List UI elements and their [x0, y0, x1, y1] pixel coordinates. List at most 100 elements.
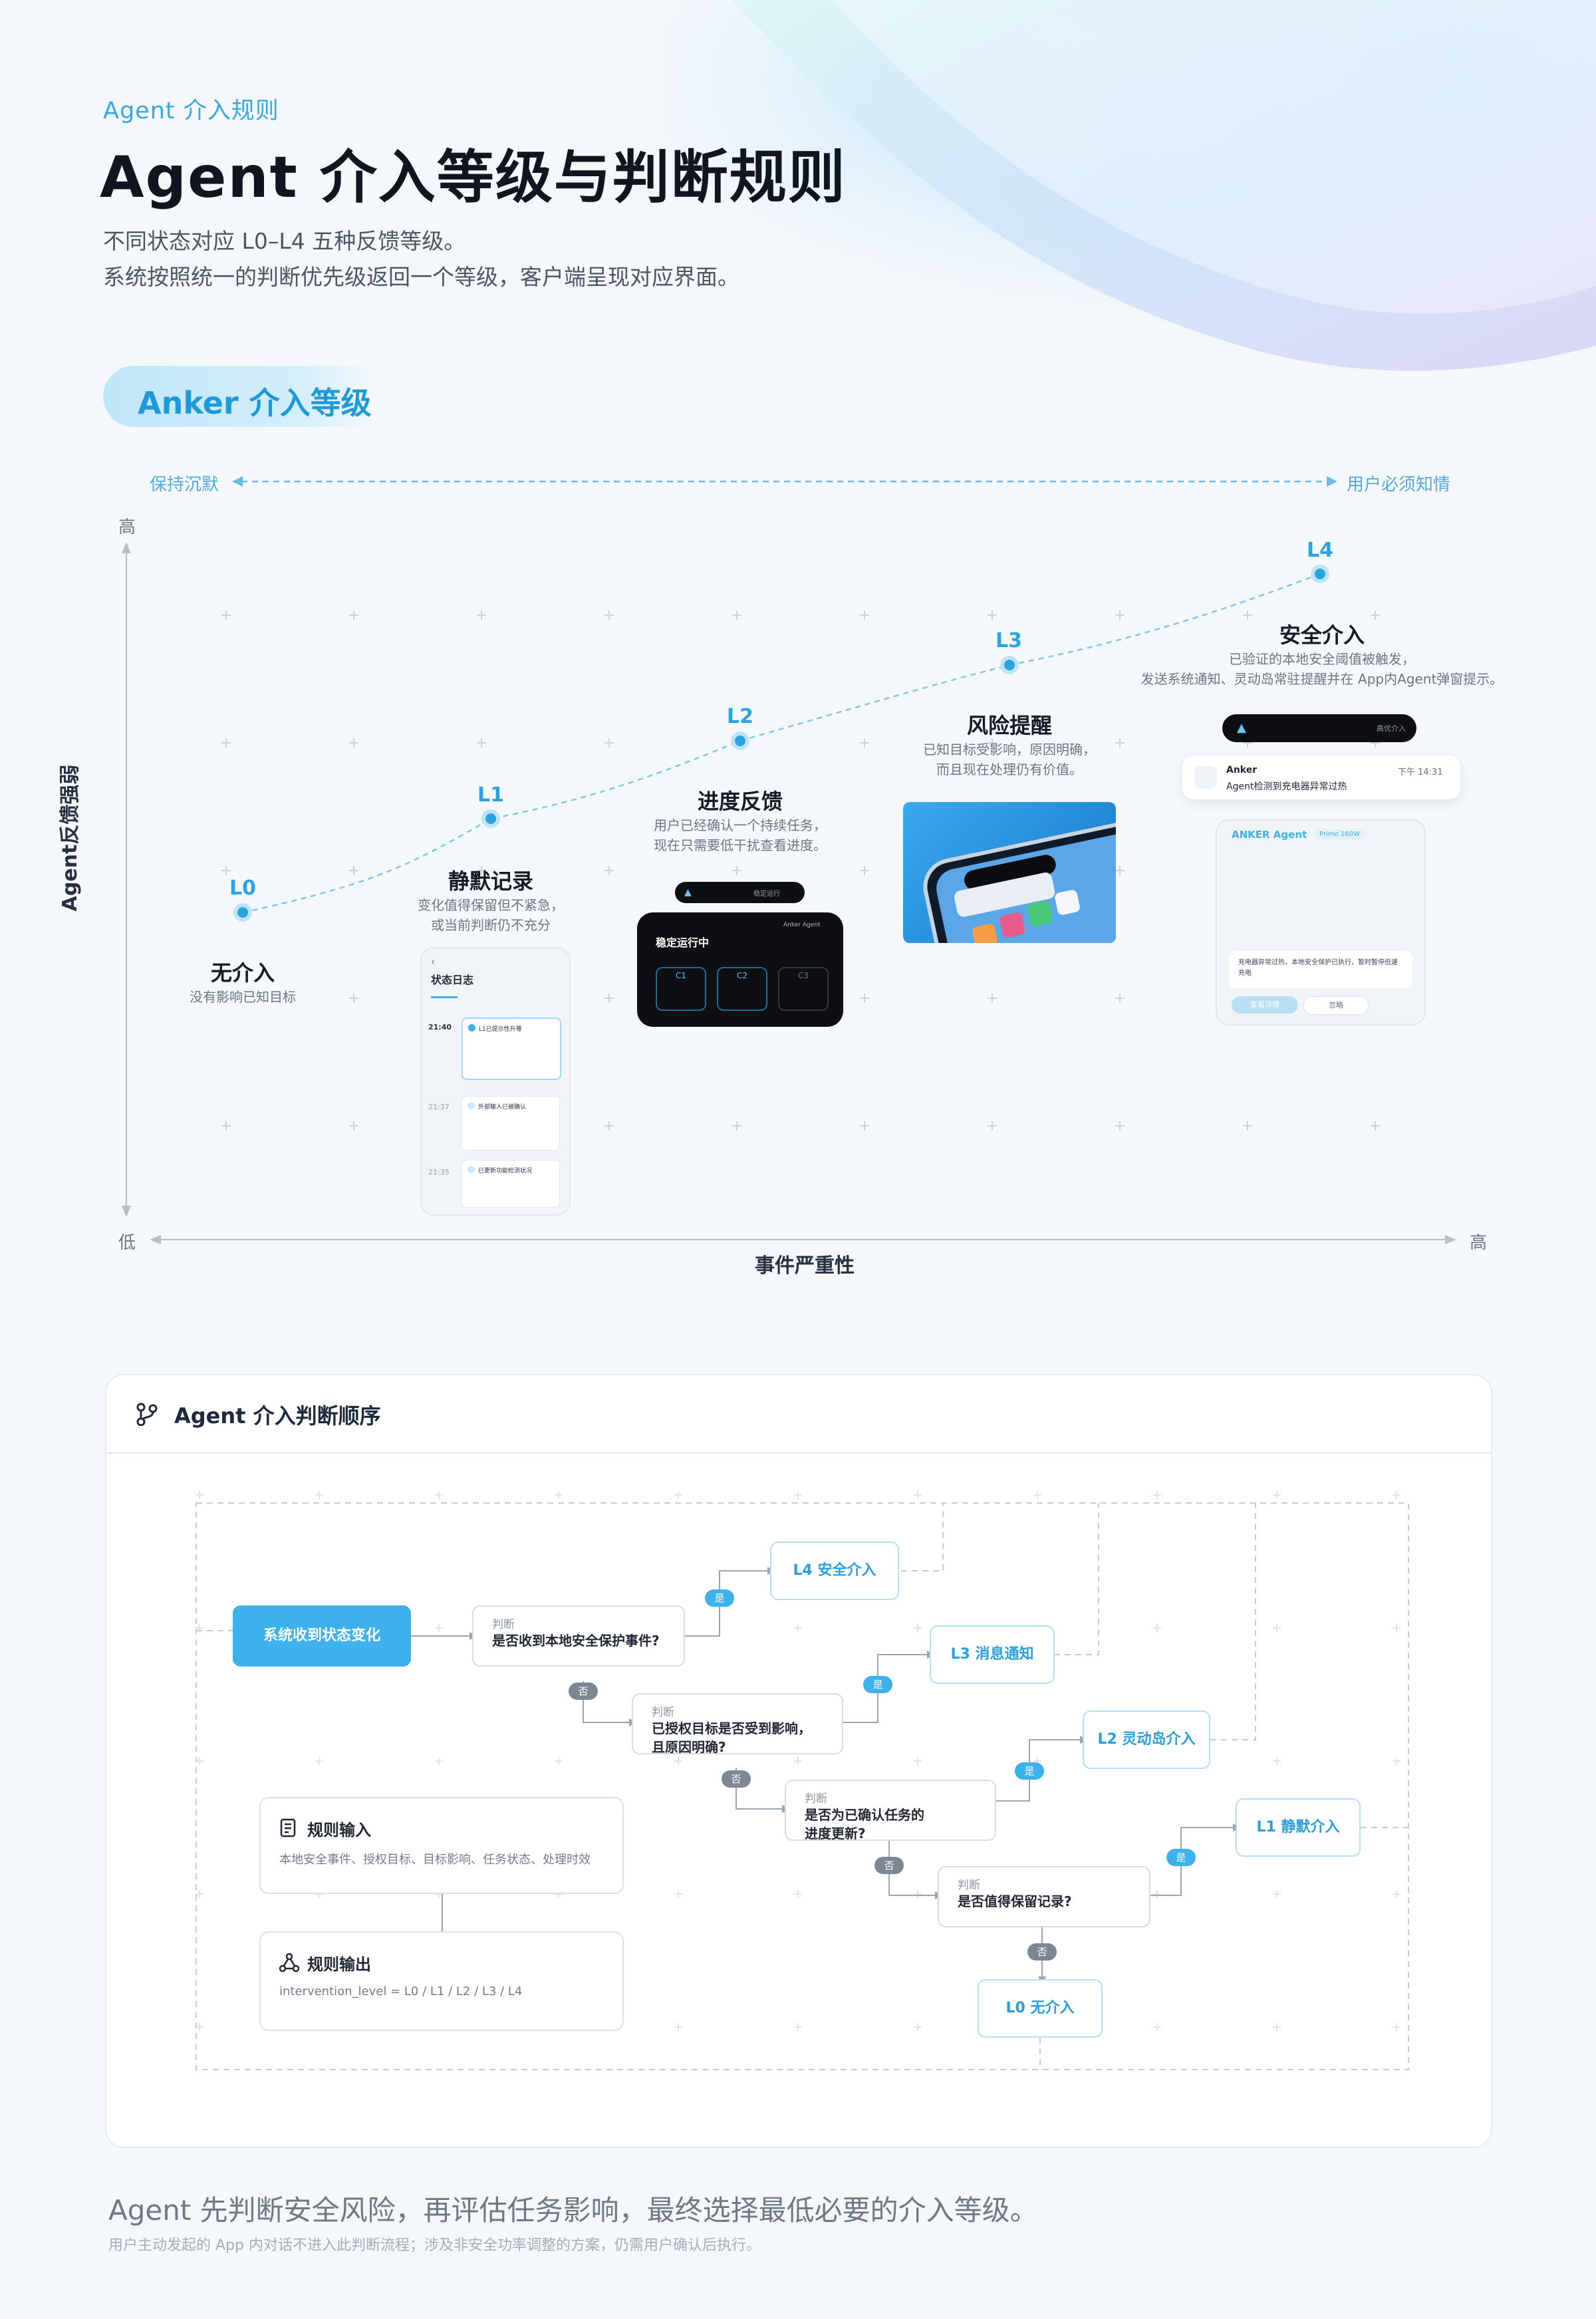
rule-output-card: 规则输出 intervention_level = L0 / L1 / L2 /… — [259, 1931, 624, 2031]
level-desc-l3-a: 已知目标受影响，原因明确， — [923, 742, 1096, 757]
section-pill: Anker 介入等级 — [103, 366, 382, 427]
level-desc-l2-a: 用户已经确认一个持续任务， — [654, 817, 827, 833]
flow-grid-plus-mark — [435, 1624, 443, 1632]
grid-plus-mark — [1115, 738, 1125, 748]
outcome-l4: L4 安全介入 — [770, 1542, 899, 1600]
outcome-l2: L2 灵动岛介入 — [1083, 1710, 1210, 1769]
document-icon — [280, 1818, 296, 1838]
flow-grid-plus-mark — [914, 1890, 922, 1898]
outcome-l1: L1 静默介入 — [1236, 1798, 1361, 1857]
rule-output-title: 规则输出 — [307, 1955, 371, 1974]
level-code-l4: L4 — [1307, 539, 1333, 562]
view-details-button[interactable]: 查看详情 — [1232, 996, 1298, 1014]
yes-tag: 是 — [863, 1676, 892, 1693]
tab-underline — [431, 996, 458, 998]
log-dot-icon — [468, 1024, 475, 1031]
ignore-button[interactable]: 忽略 — [1303, 996, 1369, 1015]
rule-input-card: 规则输入 本地安全事件、授权目标、目标影响、任务状态、处理时效 — [259, 1797, 624, 1894]
flow-grid-plus-mark — [794, 1757, 802, 1765]
grid-plus-mark — [860, 866, 869, 875]
flow-grid-plus-mark — [1153, 1624, 1161, 1632]
subtitle-line-1: 不同状态对应 L0–L4 五种反馈等级。 — [103, 228, 466, 254]
grid-plus-mark — [477, 738, 486, 748]
level-code-l1: L1 — [477, 783, 504, 807]
level-name-l1: 静默记录 — [448, 869, 533, 894]
level-desc-l2-b: 现在只需要低干扰查看进度。 — [654, 837, 827, 853]
flow-grid-plus-mark — [1273, 1491, 1281, 1499]
flow-grid-plus-mark — [914, 1624, 922, 1632]
grid-plus-mark — [604, 994, 614, 1003]
level-name-l4: 安全介入 — [1279, 622, 1365, 648]
grid-plus-mark — [732, 866, 741, 875]
grid-plus-mark — [604, 1121, 614, 1131]
grid-plus-mark — [860, 1121, 869, 1131]
flow-grid-plus-mark — [1273, 1890, 1281, 1898]
outcome-l3: L3 消息通知 — [930, 1625, 1055, 1684]
rule-output-body: intervention_level = L0 / L1 / L2 / L3 /… — [279, 1984, 523, 1998]
decision-task-progress: 判断 是否为已确认任务的 进度更新? — [785, 1780, 996, 1842]
rule-input-body: 本地安全事件、授权目标、目标影响、任务状态、处理时效 — [279, 1853, 591, 1867]
level-desc-l4-a: 已验证的本地安全阈值被触发， — [1229, 651, 1415, 667]
grid-plus-mark — [1115, 866, 1125, 875]
level-desc-l0: 没有影响已知目标 — [190, 989, 296, 1005]
no-tag: 否 — [722, 1770, 751, 1788]
grid-plus-mark — [349, 866, 358, 875]
port-c2-label: C2 — [736, 971, 747, 980]
flow-grid-plus-mark — [1153, 1491, 1161, 1499]
footer-note: 用户主动发起的 App 内对话不进入此判断流程；涉及非安全功率调整的方案，仍需用… — [108, 2237, 761, 2254]
log-check-icon — [467, 1102, 475, 1109]
decision-label: 判断 — [492, 1618, 515, 1631]
log-entry-1-text: L1已提示性升等 — [479, 1026, 522, 1033]
l4-app-popup-mockup: ANKER Agent Prime 160W 充电器异常过热，本地安全保护已执行… — [1216, 819, 1426, 1025]
level-name-l0: 无介入 — [210, 960, 275, 986]
flow-grid-plus-mark — [1273, 1624, 1281, 1632]
anker-logo-icon: ▲ — [1237, 721, 1246, 735]
notif-time: 下午 14:31 — [1398, 767, 1443, 777]
grid-plus-mark — [988, 738, 997, 748]
no-tag: 否 — [569, 1683, 598, 1700]
level-desc-l4-b: 发送系统通知、灵动岛常驻提醒并在 App内Agent弹窗提示。 — [1140, 671, 1504, 687]
network-icon — [279, 1953, 299, 1973]
no-tag: 否 — [874, 1857, 904, 1874]
range-left-label: 保持沉默 — [150, 475, 219, 495]
decision-question: 是否收到本地安全保护事件? — [492, 1633, 660, 1649]
flow-grid-plus-mark — [1033, 1491, 1041, 1499]
decision-label: 判断 — [805, 1792, 827, 1806]
x-axis-title: 事件严重性 — [755, 1254, 855, 1278]
range-right-label: 用户必须知情 — [1347, 475, 1451, 495]
level-code-l3: L3 — [996, 629, 1022, 652]
log-entry-3: 已更新功能检测状况 — [462, 1160, 560, 1208]
flow-grid-plus-mark — [674, 1491, 682, 1499]
grid-plus-mark — [349, 1121, 358, 1131]
l1-status-log-mockup: ‹ 状态日志 21:40 L1已提示性升等 21:37 外部输入已被确认 21:… — [420, 947, 571, 1216]
x-axis-high: 高 — [1470, 1233, 1488, 1253]
log-entry-2-text: 外部输入已被确认 — [478, 1104, 527, 1111]
port-c1: C1 — [656, 967, 706, 1011]
decision-question-b: 且原因明确? — [652, 1739, 726, 1755]
flow-grid-plus-mark — [794, 1890, 802, 1898]
grid-plus-mark — [477, 611, 486, 620]
flow-grid-plus-mark — [794, 2023, 802, 2031]
alert-card: 充电器异常过热，本地安全保护已执行，暂时暂停低速充电 — [1229, 951, 1412, 988]
l4-system-notification[interactable]: Anker Agent检测到充电器异常过热 下午 14:31 — [1182, 755, 1460, 799]
flow-grid-plus-mark — [1393, 1757, 1400, 1765]
level-name-l2: 进度反馈 — [697, 789, 783, 814]
anker-app-icon — [1194, 766, 1217, 789]
flow-grid-plus-mark — [674, 1757, 682, 1765]
level-desc-l1-a: 变化值得保留但不紧急， — [418, 897, 564, 913]
outcome-l0: L0 无介入 — [978, 1979, 1103, 2038]
decision-question-a: 已授权目标是否受到影响， — [652, 1720, 811, 1736]
grid-plus-mark — [221, 611, 231, 620]
grid-plus-mark — [1115, 1121, 1125, 1131]
flow-grid-plus-mark — [1393, 1624, 1400, 1632]
level-dot-l3 — [1000, 656, 1019, 674]
yes-tag: 是 — [1166, 1849, 1196, 1866]
port-c2: C2 — [717, 967, 767, 1011]
flow-grid-plus-mark — [555, 1757, 563, 1765]
flow-grid-plus-mark — [914, 2023, 922, 2031]
flow-grid-plus-mark — [794, 1624, 802, 1632]
flow-grid-plus-mark — [1153, 2023, 1161, 2031]
decision-worth-recording: 判断 是否值得保留记录? — [938, 1866, 1150, 1927]
decision-question-a: 是否为已确认任务的 — [805, 1807, 924, 1823]
yes-tag: 是 — [705, 1589, 734, 1607]
